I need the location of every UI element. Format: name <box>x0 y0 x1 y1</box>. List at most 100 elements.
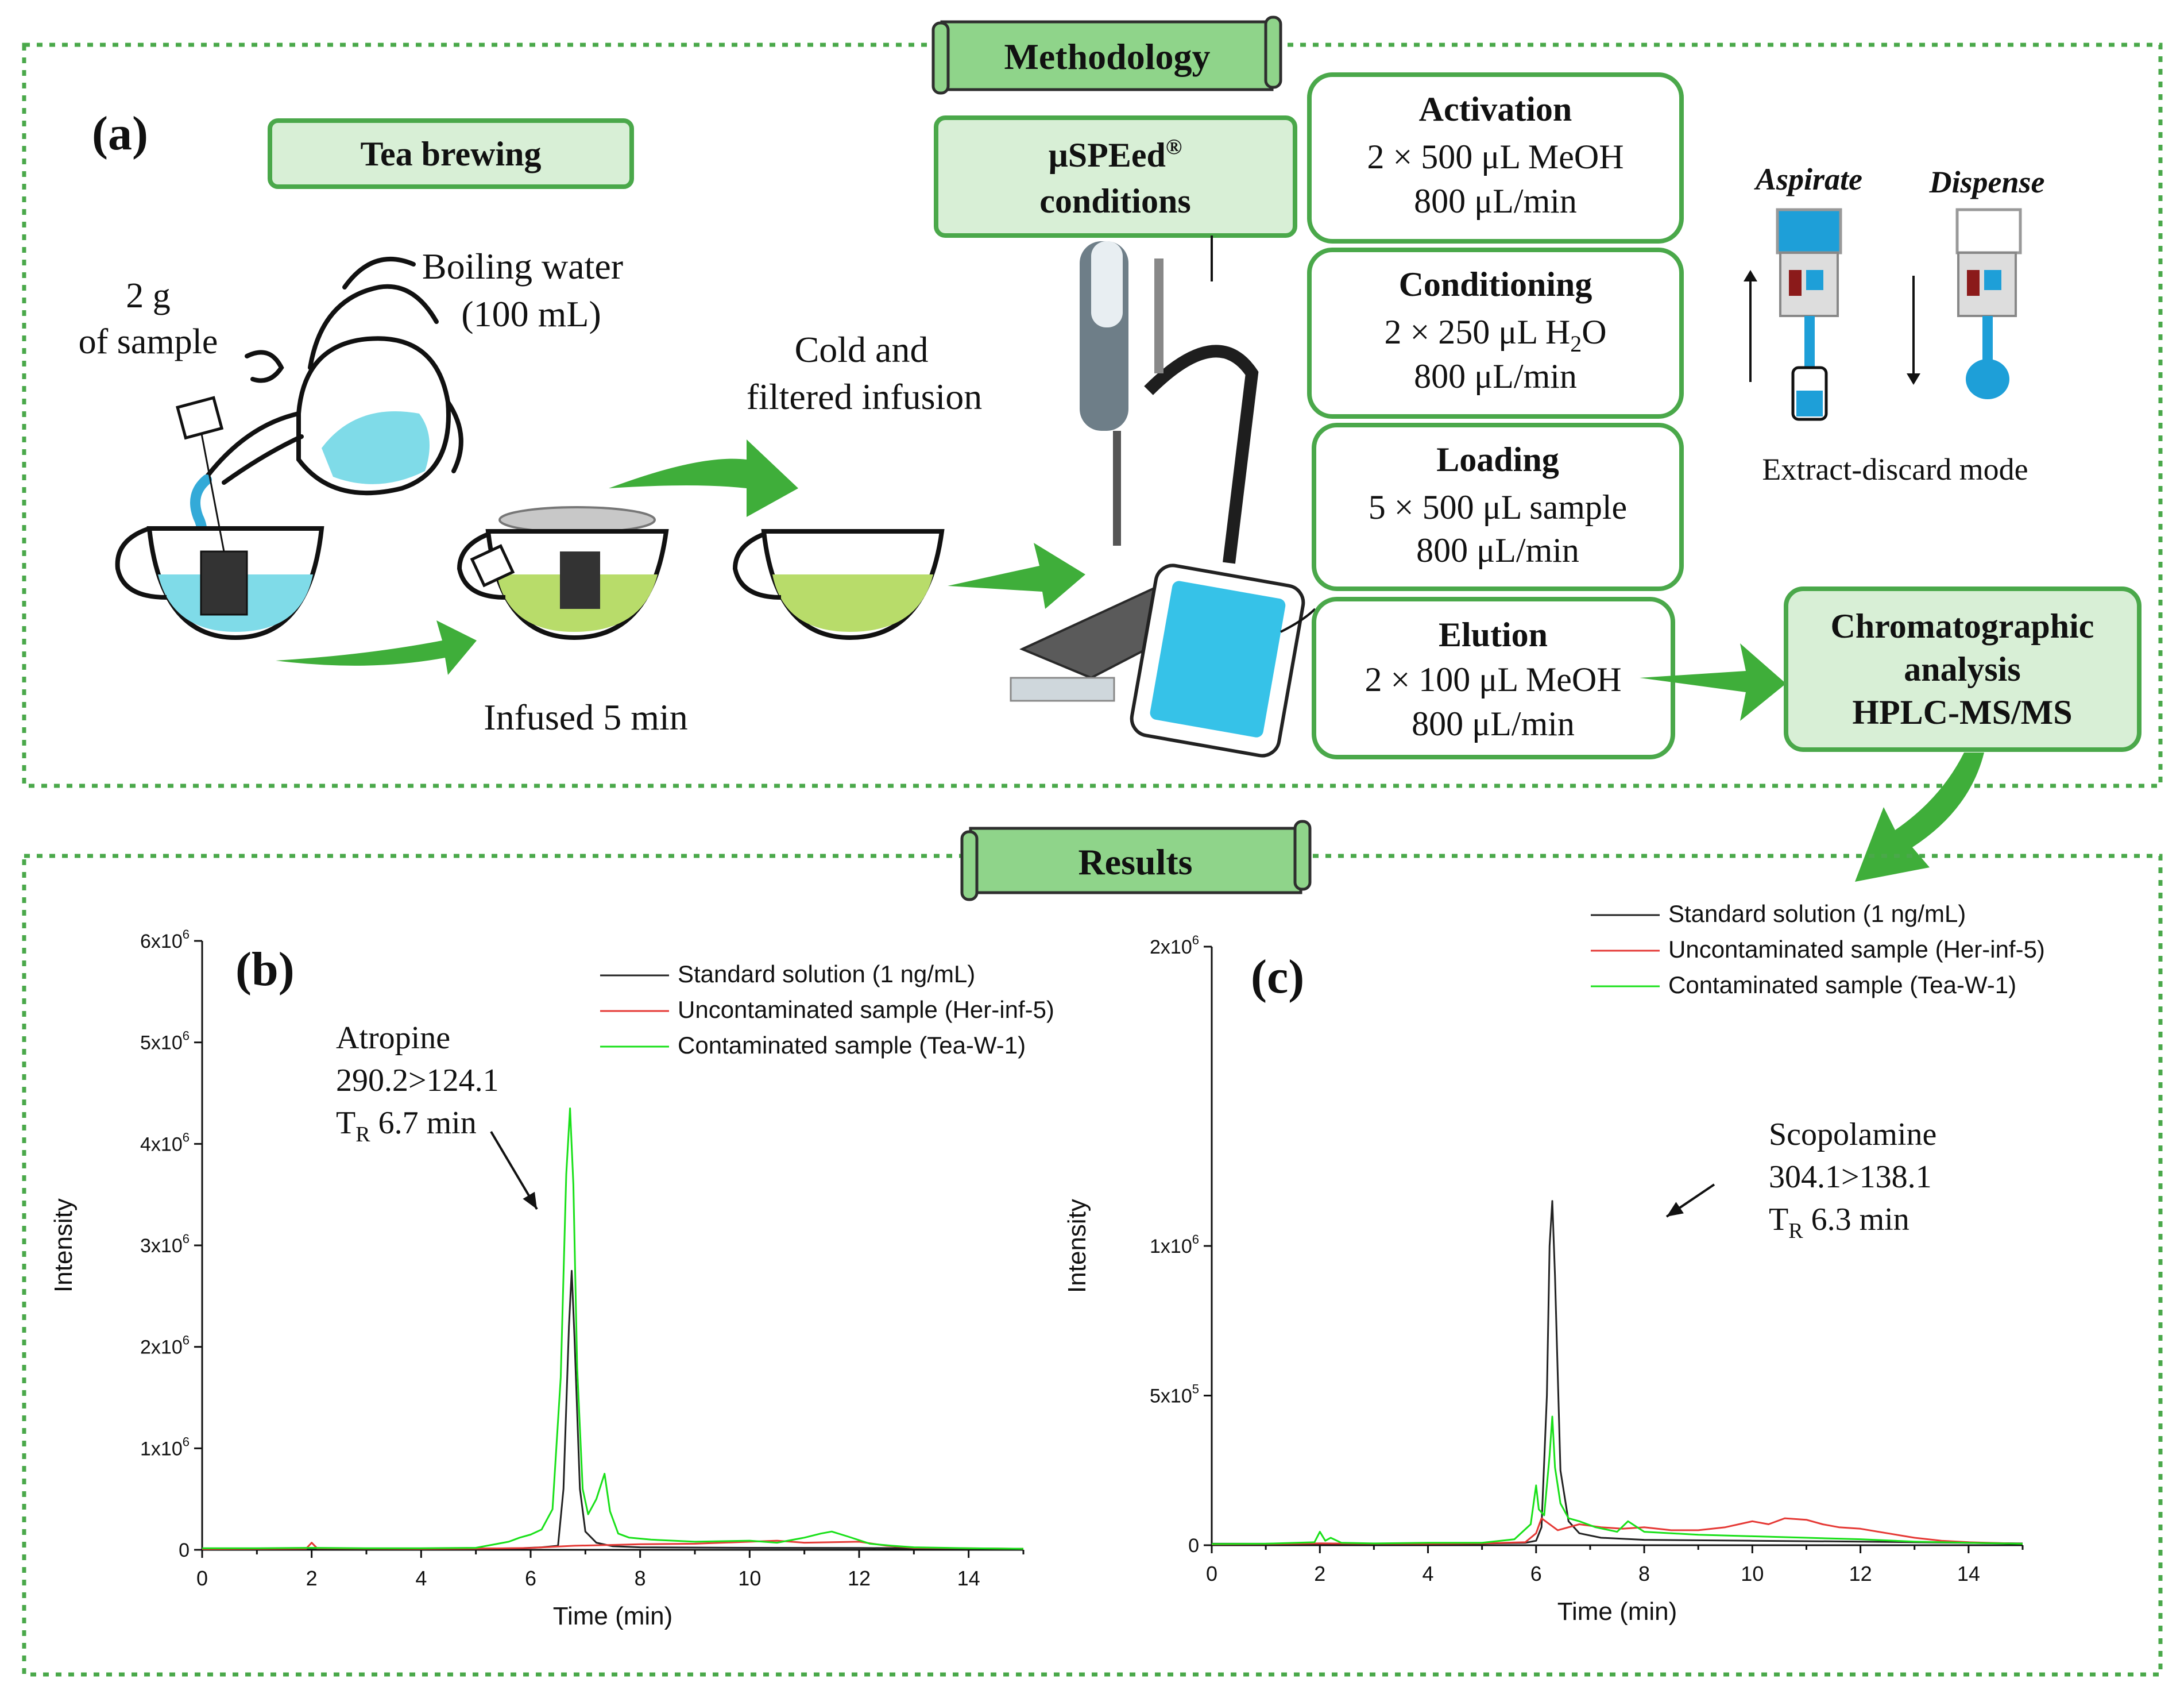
methodology-title: Methodology <box>1004 36 1210 77</box>
teapot-illustration <box>204 257 463 496</box>
arrow-cup2-to-cup3 <box>609 439 798 517</box>
step-title: Conditioning <box>1399 265 1592 303</box>
step-line1: 5 × 500 μL sample <box>1369 488 1627 526</box>
annotation-compound: Scopolamine <box>1769 1117 1936 1152</box>
x-tick-label: 6 <box>1530 1562 1542 1585</box>
annotation-transition: 304.1>138.1 <box>1769 1159 1932 1195</box>
results-panel <box>22 854 2163 1677</box>
uspeed-subtitle: conditions <box>1039 182 1190 220</box>
legend-label: Standard solution (1 ng/mL) <box>678 960 975 987</box>
y-axis-title: Intensity <box>49 1198 78 1292</box>
step-line1: 2 × 100 μL MeOH <box>1364 661 1621 699</box>
arrow-to-results <box>1855 753 1984 882</box>
sample-amount: 2 g <box>126 276 171 315</box>
cable <box>1280 608 1316 633</box>
arrow-cup3-to-device <box>948 543 1085 609</box>
x-axis-title: Time (min) <box>553 1602 673 1630</box>
legend-label: Contaminated sample (Tea-W-1) <box>1668 971 2016 998</box>
dispense-label: Dispense <box>1929 165 2045 199</box>
x-tick-label: 8 <box>1638 1562 1650 1585</box>
y-tick-label: 0 <box>1188 1535 1199 1557</box>
series-line <box>202 1539 1024 1550</box>
chromatogram-atropine: 0 2 4 6 8 10 12 14 0 1x106 2x106 3x106 4x106 5x106 6x1… <box>49 927 1054 1630</box>
legend-label: Uncontaminated sample (Her-inf-5) <box>1668 936 2045 963</box>
sample-label: of sample <box>79 322 218 361</box>
y-tick-label: 1x106 <box>1150 1232 1199 1257</box>
series-line <box>1212 1200 2023 1545</box>
cold-label: Cold and <box>795 329 929 370</box>
legend-label: Standard solution (1 ng/mL) <box>1668 900 1966 927</box>
step-title: Elution <box>1439 616 1548 654</box>
step-line1: 2 × 250 μL H2O <box>1384 313 1606 357</box>
series-line <box>1211 1415 2023 1545</box>
water-volume: (100 mL) <box>461 294 601 334</box>
y-tick-label: 5x106 <box>140 1029 190 1054</box>
x-tick-label: 6 <box>525 1566 536 1590</box>
series-line <box>202 1108 1024 1550</box>
arrow-cup1-to-cup2 <box>276 620 477 675</box>
step-line2: 800 μL/min <box>1414 357 1577 395</box>
y-tick-label: 6x106 <box>140 927 190 952</box>
y-tick-label: 0 <box>179 1539 190 1561</box>
y-tick-label: 4x106 <box>140 1130 190 1155</box>
aspirate-schematic <box>1744 208 1842 421</box>
legend-label: Uncontaminated sample (Her-inf-5) <box>678 996 1054 1023</box>
step-title: Loading <box>1436 441 1559 479</box>
y-tick-label: 5x105 <box>1150 1382 1199 1407</box>
tea-brewing-box <box>268 118 634 189</box>
results-banner: Results <box>960 820 1312 901</box>
annotation-arrowhead <box>523 1191 537 1209</box>
x-tick-label: 8 <box>635 1566 646 1590</box>
annotation-compound: Atropine <box>336 1020 450 1056</box>
x-tick-label: 12 <box>848 1566 871 1590</box>
analysis-line1: Chromatographic <box>1831 607 2094 645</box>
panel-label: (c) <box>1251 950 1304 1004</box>
x-tick-label: 14 <box>957 1566 980 1590</box>
methodology-panel <box>22 43 2163 788</box>
step-line2: 800 μL/min <box>1412 705 1575 743</box>
cup-covered <box>457 506 669 640</box>
x-tick-label: 12 <box>1849 1562 1872 1585</box>
methodology-banner: Methodology <box>931 16 1282 95</box>
cup-infusing <box>115 396 324 640</box>
annotation-transition: 290.2>124.1 <box>336 1063 499 1098</box>
step-activation: Activation 2 × 500 μL MeOH 800 μL/min <box>1307 72 1684 244</box>
x-tick-label: 4 <box>415 1566 427 1590</box>
arrow-to-analysis <box>1640 643 1786 721</box>
aspirate-label: Aspirate <box>1754 162 1862 196</box>
annotation-arrowhead <box>1667 1202 1684 1217</box>
step-title: Activation <box>1419 90 1572 128</box>
cup-filtered <box>732 529 945 640</box>
y-tick-label: 1x106 <box>140 1434 190 1460</box>
x-tick-label: 2 <box>306 1566 318 1590</box>
step-line2: 800 μL/min <box>1416 531 1579 569</box>
filtered-label: filtered infusion <box>747 376 983 417</box>
y-tick-label: 3x106 <box>140 1232 190 1257</box>
x-tick-label: 10 <box>1741 1562 1764 1585</box>
x-tick-label: 4 <box>1423 1562 1434 1585</box>
tea-brewing-label: Tea brewing <box>360 135 541 173</box>
y-axis-title: Intensity <box>1063 1199 1091 1293</box>
x-axis-title: Time (min) <box>1557 1597 1677 1626</box>
annotation-retention: TR 6.3 min <box>1769 1202 1909 1243</box>
x-tick-label: 0 <box>196 1566 208 1590</box>
y-tick-label: 2x106 <box>140 1333 190 1359</box>
x-tick-label: 0 <box>1206 1562 1217 1585</box>
uspeed-device <box>1010 241 1305 758</box>
dispense-schematic <box>1907 208 2022 399</box>
analysis-line2: analysis <box>1904 650 2020 688</box>
analysis-box <box>1784 586 2142 752</box>
series-line <box>202 1269 1024 1550</box>
results-title: Results <box>1078 842 1192 882</box>
x-tick-label: 10 <box>738 1566 761 1590</box>
x-tick-label: 14 <box>1957 1562 1980 1585</box>
panel-label: (b) <box>235 943 295 996</box>
step-elution: Elution 2 × 100 μL MeOH 800 μL/min <box>1312 597 1675 759</box>
step-conditioning: Conditioning 2 × 250 μL H2O 800 μL/min <box>1307 248 1684 419</box>
x-tick-label: 2 <box>1314 1562 1325 1585</box>
uspeed-box <box>934 115 1297 238</box>
panel-label-a: (a) <box>92 107 148 160</box>
